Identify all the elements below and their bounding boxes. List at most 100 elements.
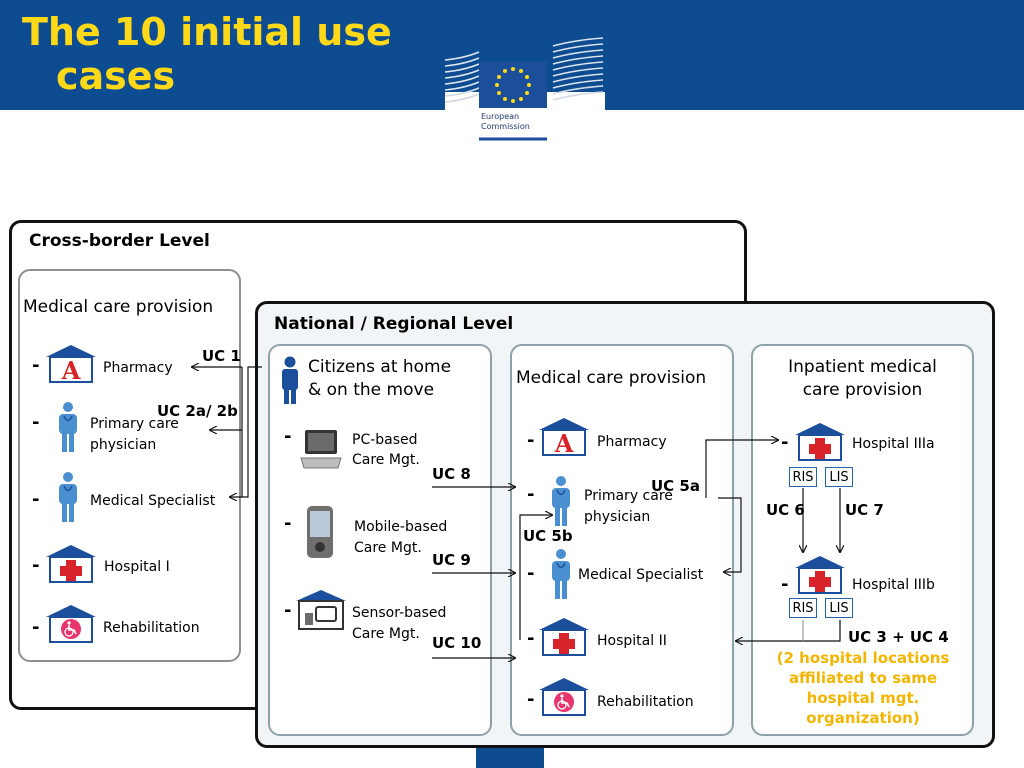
national-rehabilitation-label: Rehabilitation (597, 694, 694, 710)
hospital-iiia-label: Hospital IIIa (852, 436, 935, 452)
inpatient-title-line-1: Inpatient medical (788, 357, 937, 377)
cross-border-title: Cross-border Level (29, 231, 210, 251)
uc10-label: UC 10 (432, 634, 482, 652)
uc7-label: UC 7 (845, 501, 884, 519)
uc1-label: UC 1 (202, 347, 241, 365)
title-line-2: cases (56, 54, 176, 98)
citizens-title-line-1: Citizens at home (308, 357, 452, 377)
mobile-based-label: Mobile-based Care Mgt. (354, 517, 447, 559)
rehabilitation-icon (539, 678, 589, 716)
svg-text:A: A (554, 429, 574, 458)
bottom-blue-strip (476, 748, 544, 768)
inpatient-title: Inpatient medical care provision (751, 356, 974, 402)
note-line-1: (2 hospital locations (776, 649, 950, 667)
uc6-label: UC 6 (766, 501, 805, 519)
inpatient-care-column (751, 344, 974, 736)
left-hospital-label: Hospital I (104, 559, 170, 575)
hospital-location-note: (2 hospital locations affiliated to same… (752, 648, 974, 728)
uc3-connector (736, 620, 841, 641)
dash-marker: - (284, 513, 292, 534)
european-commission-logo: European Commission (444, 36, 605, 141)
svg-text:A: A (61, 356, 81, 385)
uc5a-connector (718, 497, 742, 572)
uc3-uc4-label: UC 3 + UC 4 (848, 628, 949, 646)
pharmacy-icon: A (539, 418, 589, 458)
national-medical-care-column (510, 344, 734, 736)
sensor-based-line-1: Sensor-based (352, 605, 447, 621)
note-line-2: affiliated to same (788, 669, 938, 687)
dash-marker: - (527, 689, 535, 710)
doctor-icon (59, 402, 77, 452)
cross-border-medical-care-title: Medical care provision (23, 297, 214, 317)
dash-marker: - (527, 430, 535, 451)
dash-marker: - (781, 432, 789, 453)
uc5a-connector (705, 440, 778, 498)
lis-tag: LIS (825, 598, 853, 618)
page-title: The 10 initial use cases (22, 10, 422, 98)
citizens-title-line-2: & on the move (308, 380, 435, 400)
title-line-1: The 10 initial use (22, 10, 392, 54)
uc8-label: UC 8 (432, 465, 471, 483)
pc-based-line-2: Care Mgt. (352, 452, 420, 468)
uc5b-connector (519, 515, 552, 640)
mobile-device-icon (307, 506, 333, 558)
sensor-based-label: Sensor-based Care Mgt. (352, 603, 446, 645)
dash-marker: - (32, 355, 40, 376)
uc2-label: UC 2a/ 2b (157, 402, 238, 420)
ec-logo-text-1: European (481, 112, 520, 121)
uc1-connector (230, 366, 262, 497)
inpatient-title-line-2: care provision (802, 380, 923, 400)
dash-marker: - (527, 563, 535, 584)
citizens-title: Citizens at home & on the move (308, 356, 451, 402)
hospital-icon (46, 545, 96, 583)
ris-tag: RIS (789, 467, 817, 487)
citizens-column (268, 344, 492, 736)
mobile-based-line-2: Care Mgt. (354, 540, 422, 556)
left-specialist-label: Medical Specialist (90, 493, 216, 509)
uc5a-label: UC 5a (651, 477, 700, 495)
citizen-person-icon (282, 356, 298, 404)
sensor-home-icon (296, 590, 346, 630)
uc5b-label: UC 5b (523, 527, 573, 545)
mobile-based-line-1: Mobile-based (354, 519, 448, 535)
rehabilitation-icon (46, 605, 96, 643)
cross-border-medical-care-box (18, 269, 241, 662)
dash-marker: - (32, 412, 40, 433)
sensor-based-line-2: Care Mgt. (352, 626, 420, 642)
dash-marker: - (32, 555, 40, 576)
dash-marker: - (781, 574, 789, 595)
lis-tag: LIS (825, 467, 853, 487)
ec-logo-graphic (444, 36, 605, 141)
dash-marker: - (527, 628, 535, 649)
national-medical-care-title: Medical care provision (516, 368, 707, 388)
dash-marker: - (32, 489, 40, 510)
dash-marker: - (284, 600, 292, 621)
ris-tag: RIS (789, 598, 817, 618)
national-specialist-label: Medical Specialist (578, 567, 704, 583)
note-line-3: hospital mgt. (806, 689, 920, 707)
laptop-icon (300, 430, 342, 469)
doctor-icon (552, 476, 570, 526)
national-pharmacy-label: Pharmacy (597, 434, 667, 450)
note-line-4: organization) (806, 709, 920, 727)
national-title: National / Regional Level (274, 314, 514, 334)
national-primary-care-label: Primary care physician (584, 488, 673, 525)
doctor-icon (59, 472, 77, 522)
doctor-icon (552, 549, 570, 599)
ec-logo-text-2: Commission (481, 122, 530, 131)
dash-marker: - (32, 617, 40, 638)
left-rehabilitation-label: Rehabilitation (103, 620, 200, 636)
uc9-label: UC 9 (432, 551, 471, 569)
hospital-iiib-label: Hospital IIIb (852, 577, 935, 593)
hospital-icon (795, 556, 845, 594)
hospital-icon (539, 618, 589, 656)
hospital-ii-label: Hospital II (597, 633, 667, 649)
pc-based-line-1: PC-based (352, 432, 418, 448)
left-pharmacy-label: Pharmacy (103, 360, 173, 376)
pc-based-label: PC-based Care Mgt. (352, 430, 420, 470)
hospital-icon (795, 423, 845, 461)
dash-marker: - (284, 426, 292, 447)
dash-marker: - (527, 484, 535, 505)
left-primary-care-label: Primary care physician (90, 416, 179, 453)
